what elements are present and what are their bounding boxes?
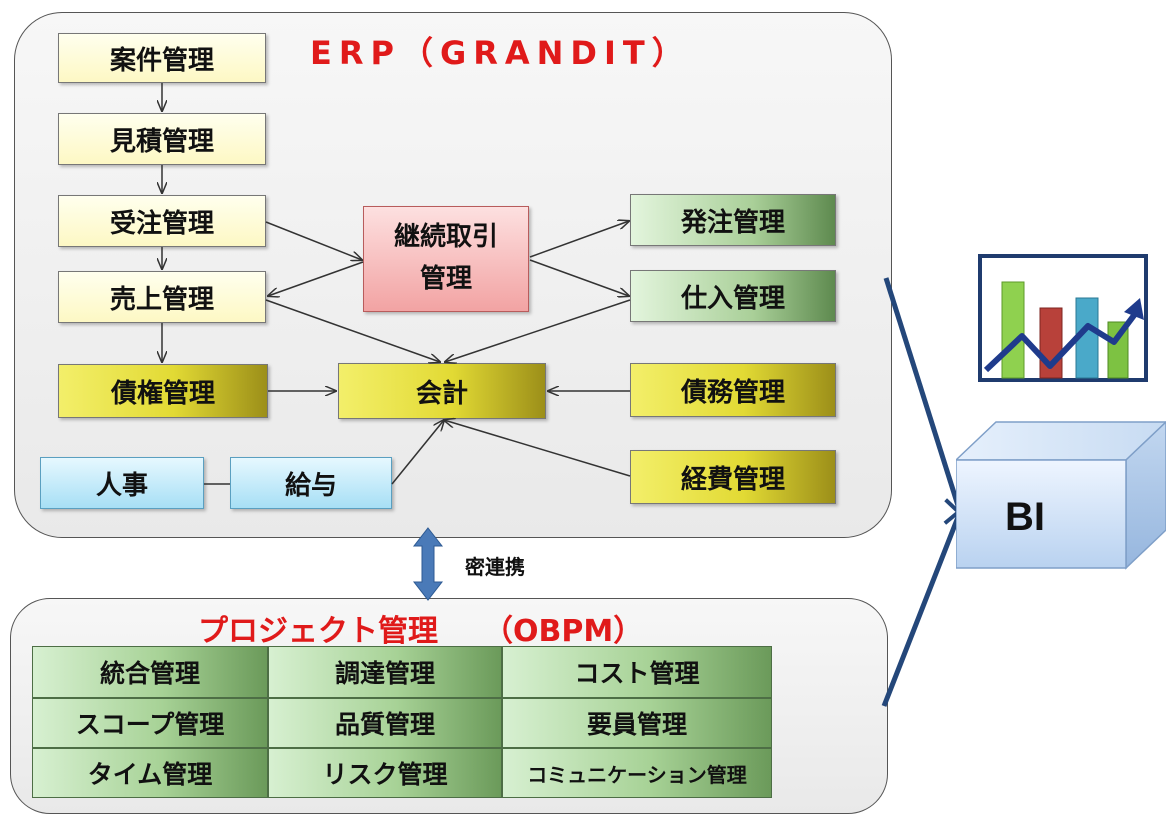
- bi-label: BI: [1005, 495, 1045, 539]
- continuous-transaction-line1: 継続取引: [393, 222, 498, 253]
- arrow-continuous-to-sales: [268, 261, 364, 296]
- project-case-management-box: 案件管理: [58, 33, 266, 83]
- bar-chart-trend-icon: [978, 254, 1148, 382]
- arrow-payroll-to-accounting: [391, 420, 444, 485]
- arrow-obpm-to-bi: [881, 512, 960, 707]
- double-arrow-icon: [412, 527, 444, 601]
- receivables-management-box: 債権管理: [58, 364, 268, 418]
- bi-cube: [956, 420, 1166, 570]
- integration-management-cell: 統合管理: [32, 646, 268, 698]
- continuous-transaction-line2: 管理: [419, 264, 472, 294]
- cost-management-cell: コスト管理: [502, 646, 772, 698]
- expense-management-box: 経費管理: [630, 450, 836, 504]
- accounting-box: 会計: [338, 363, 546, 419]
- sales-management-box: 売上管理: [58, 271, 266, 323]
- arrow-continuous-to-purchasing: [529, 259, 629, 296]
- quality-management-cell: 品質管理: [268, 698, 502, 748]
- purchasing-management-box: 仕入管理: [630, 270, 836, 322]
- erp-title: ERP（GRANDIT）: [310, 34, 691, 72]
- arrow-purchasing-to-accounting: [445, 299, 631, 362]
- arrow-order-to-continuous: [265, 221, 362, 260]
- order-management-box: 受注管理: [58, 195, 266, 247]
- arrow-continuous-to-purchase-order: [529, 221, 629, 258]
- payroll-box: 給与: [230, 457, 392, 509]
- continuous-transaction-box: 継続取引 管理: [363, 206, 529, 312]
- payables-management-box: 債務管理: [630, 363, 836, 417]
- procurement-management-cell: 調達管理: [268, 646, 502, 698]
- risk-management-cell: リスク管理: [268, 748, 502, 798]
- arrow-sales-to-accounting: [265, 299, 440, 362]
- tight-integration-label: 密連携: [465, 555, 525, 579]
- obpm-title: プロジェクト管理 （OBPM）: [198, 614, 644, 649]
- staff-management-cell: 要員管理: [502, 698, 772, 748]
- hr-box: 人事: [40, 457, 204, 509]
- arrow-erp-to-bi: [883, 277, 960, 512]
- scope-management-cell: スコープ管理: [32, 698, 268, 748]
- time-management-cell: タイム管理: [32, 748, 268, 798]
- communication-management-cell: コミュニケーション管理: [502, 748, 772, 798]
- arrow-expenses-to-accounting: [444, 420, 631, 477]
- purchase-order-management-box: 発注管理: [630, 194, 836, 246]
- estimate-management-box: 見積管理: [58, 113, 266, 165]
